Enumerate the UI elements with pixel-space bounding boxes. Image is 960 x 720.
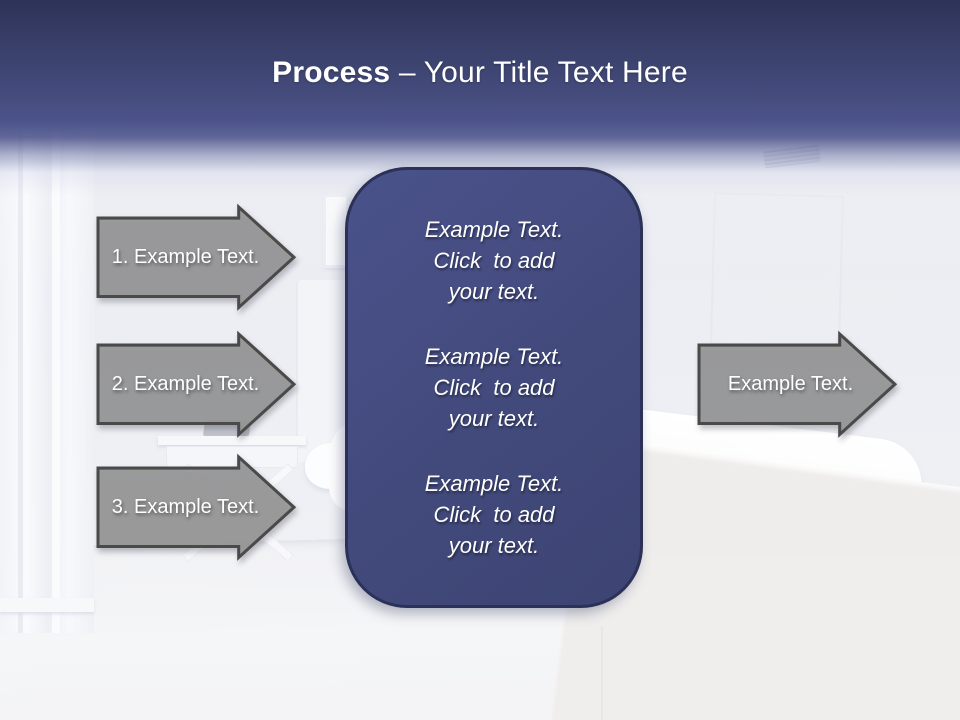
window-frame <box>0 128 94 633</box>
slide-title[interactable]: Process – Your Title Text Here <box>0 56 960 90</box>
window-mullion <box>52 128 60 633</box>
bed-frame-corner <box>601 626 603 720</box>
process-arrow-1[interactable]: 1. Example Text. <box>96 203 297 311</box>
slide-title-bold: Process <box>272 56 391 89</box>
nightstand-top <box>158 436 306 445</box>
window-sill <box>0 598 94 612</box>
arrow-shape <box>96 203 297 311</box>
content-panel[interactable]: Example Text. Click to add your text. Ex… <box>345 167 643 608</box>
arrow-shape <box>96 453 297 561</box>
process-arrow-3[interactable]: 3. Example Text. <box>96 453 297 561</box>
arrow-shape <box>96 330 297 438</box>
arrow-shape <box>697 330 898 438</box>
title-bar: Process – Your Title Text Here <box>0 0 960 196</box>
window-mullion <box>18 128 23 633</box>
process-arrow-output[interactable]: Example Text. <box>697 330 898 438</box>
arrow-label: 2. Example Text. <box>111 372 260 395</box>
panel-text-block-2[interactable]: Example Text. Click to add your text. <box>424 344 564 431</box>
arrow-label: Example Text. <box>727 372 854 395</box>
process-arrow-2[interactable]: 2. Example Text. <box>96 330 297 438</box>
panel-text-block-3[interactable]: Example Text. Click to add your text. <box>424 471 564 558</box>
panel-text-block-1[interactable]: Example Text. Click to add your text. <box>424 217 564 304</box>
arrow-label: 1. Example Text. <box>111 245 260 268</box>
arrow-label: 3. Example Text. <box>111 495 260 518</box>
slide-title-rest: – Your Title Text Here <box>390 56 688 89</box>
